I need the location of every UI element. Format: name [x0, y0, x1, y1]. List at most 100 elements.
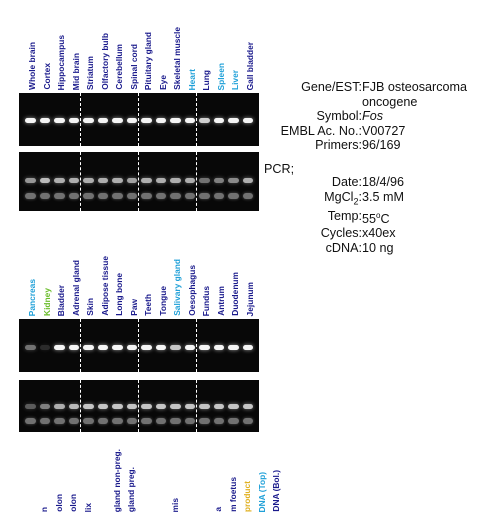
- lane-label-text: gland non-preg.: [111, 448, 122, 512]
- lane-divider: [196, 93, 197, 146]
- temp-number: 55: [362, 211, 377, 226]
- lane-divider: [138, 319, 139, 372]
- gel-band: [184, 404, 195, 409]
- lane-label-text: Duodenum: [230, 272, 241, 316]
- lane-label-text: DNA (Bol.): [271, 470, 282, 512]
- lane-label-text: Teeth: [143, 294, 154, 316]
- lane-label-text: Spleen: [215, 62, 226, 90]
- lane-label: Teeth: [141, 224, 156, 316]
- gel-band: [68, 404, 79, 409]
- primer-dimer-band: [54, 193, 65, 199]
- gel-band: [228, 345, 239, 350]
- symbol-row: Symbol: Fos: [258, 109, 467, 124]
- primer-dimer-band: [126, 193, 137, 199]
- cdna-key: cDNA:: [325, 241, 362, 256]
- lane-label-text: Striatum: [85, 56, 96, 90]
- primer-dimer-band: [184, 193, 195, 199]
- gel-band: [39, 118, 50, 123]
- lane-label-text: Skeletal muscle: [172, 27, 183, 90]
- gel-band: [68, 118, 79, 123]
- gel-band: [83, 118, 94, 123]
- lane-label-text: Tongue: [157, 286, 168, 316]
- cdna-value: 10 ng: [362, 241, 394, 256]
- lane-label-text: a: [213, 507, 224, 512]
- lane-divider: [80, 152, 81, 211]
- embl-row: EMBL Ac. No.: V00727: [258, 124, 467, 139]
- lane-label-text: Gall bladder: [244, 41, 255, 90]
- gel-band: [170, 345, 181, 350]
- lane-label-text: n: [39, 506, 50, 512]
- lane-label-text: Heart: [186, 68, 197, 90]
- lane-label: Pancreas: [25, 224, 40, 316]
- primer-dimer-band: [68, 418, 79, 424]
- gel-band: [112, 178, 123, 183]
- top-gel-lower: [19, 152, 259, 211]
- primer-dimer-band: [199, 418, 210, 424]
- gel-band: [213, 404, 224, 409]
- lane-label: [153, 442, 168, 512]
- lane-label: [139, 442, 154, 512]
- gene-row-cont: oncogene: [258, 95, 467, 110]
- lane-label: Cerebellum: [112, 2, 127, 90]
- lane-divider: [80, 380, 81, 432]
- lane-label-text: Hippocampus: [56, 34, 67, 90]
- mgcl-subscript: 2: [353, 196, 359, 207]
- cycles-row: Cycles: x40ex: [258, 226, 467, 241]
- lane-divider: [196, 380, 197, 432]
- lane-label: DNA (Bol.): [269, 442, 284, 512]
- cdna-row: cDNA: 10 ng: [258, 241, 467, 256]
- gel-band: [126, 178, 137, 183]
- gel-band: [199, 178, 210, 183]
- lane-label: gland preg.: [124, 442, 139, 512]
- lane-label-text: Liver: [230, 69, 241, 90]
- temp-row: Temp: 55oC: [258, 209, 467, 227]
- primer-dimer-band: [68, 193, 79, 199]
- lane-label: a: [211, 442, 226, 512]
- gel-band: [155, 118, 166, 123]
- primer-dimer-band: [228, 193, 239, 199]
- gel-band: [112, 345, 123, 350]
- gel-band: [112, 404, 123, 409]
- lane-label-text: Spinal cord: [128, 44, 139, 90]
- experiment-info: Gene/EST: FJB osteosarcoma oncogene Symb…: [258, 80, 467, 256]
- lane-label: Striatum: [83, 2, 98, 90]
- gene-value-cont: oncogene: [362, 94, 418, 109]
- lane-label-text: Oesophagus: [186, 265, 197, 316]
- lane-label: Liver: [228, 2, 243, 90]
- gel-band: [83, 345, 94, 350]
- gel-band: [83, 178, 94, 183]
- gel-band: [199, 118, 210, 123]
- lane-divider: [196, 152, 197, 211]
- primer-dimer-band: [97, 193, 108, 199]
- gel-band: [242, 345, 253, 350]
- gel-band: [141, 178, 152, 183]
- gel-band: [25, 178, 36, 183]
- gel-band: [39, 345, 50, 350]
- primer-dimer-band: [199, 193, 210, 199]
- lane-label-text: gland preg.: [126, 466, 137, 512]
- lane-label-text: Bladder: [56, 284, 67, 316]
- lane-divider: [80, 319, 81, 372]
- lane-label: Skin: [83, 224, 98, 316]
- lane-label: Jejunum: [243, 224, 258, 316]
- primer-dimer-band: [213, 193, 224, 199]
- temp-degree: o: [376, 210, 381, 220]
- lane-label-text: lix: [82, 502, 93, 512]
- primer-dimer-band: [39, 193, 50, 199]
- lane-label-text: Kidney: [41, 288, 52, 316]
- gel-band: [68, 178, 79, 183]
- gel-band: [213, 118, 224, 123]
- lane-label: mis: [168, 442, 183, 512]
- lane-label-text: olon: [68, 494, 79, 512]
- gel-band: [242, 118, 253, 123]
- lane-divider: [80, 93, 81, 146]
- gel-band: [199, 345, 210, 350]
- cycles-key: Cycles:: [320, 226, 362, 241]
- lane-label: Gall bladder: [243, 2, 258, 90]
- lane-label-text: DNA (Top): [256, 471, 267, 512]
- mgcl-key-text: MgCl: [324, 189, 354, 204]
- gel-band: [39, 178, 50, 183]
- lane-label: Fundus: [199, 224, 214, 316]
- gel-band: [83, 404, 94, 409]
